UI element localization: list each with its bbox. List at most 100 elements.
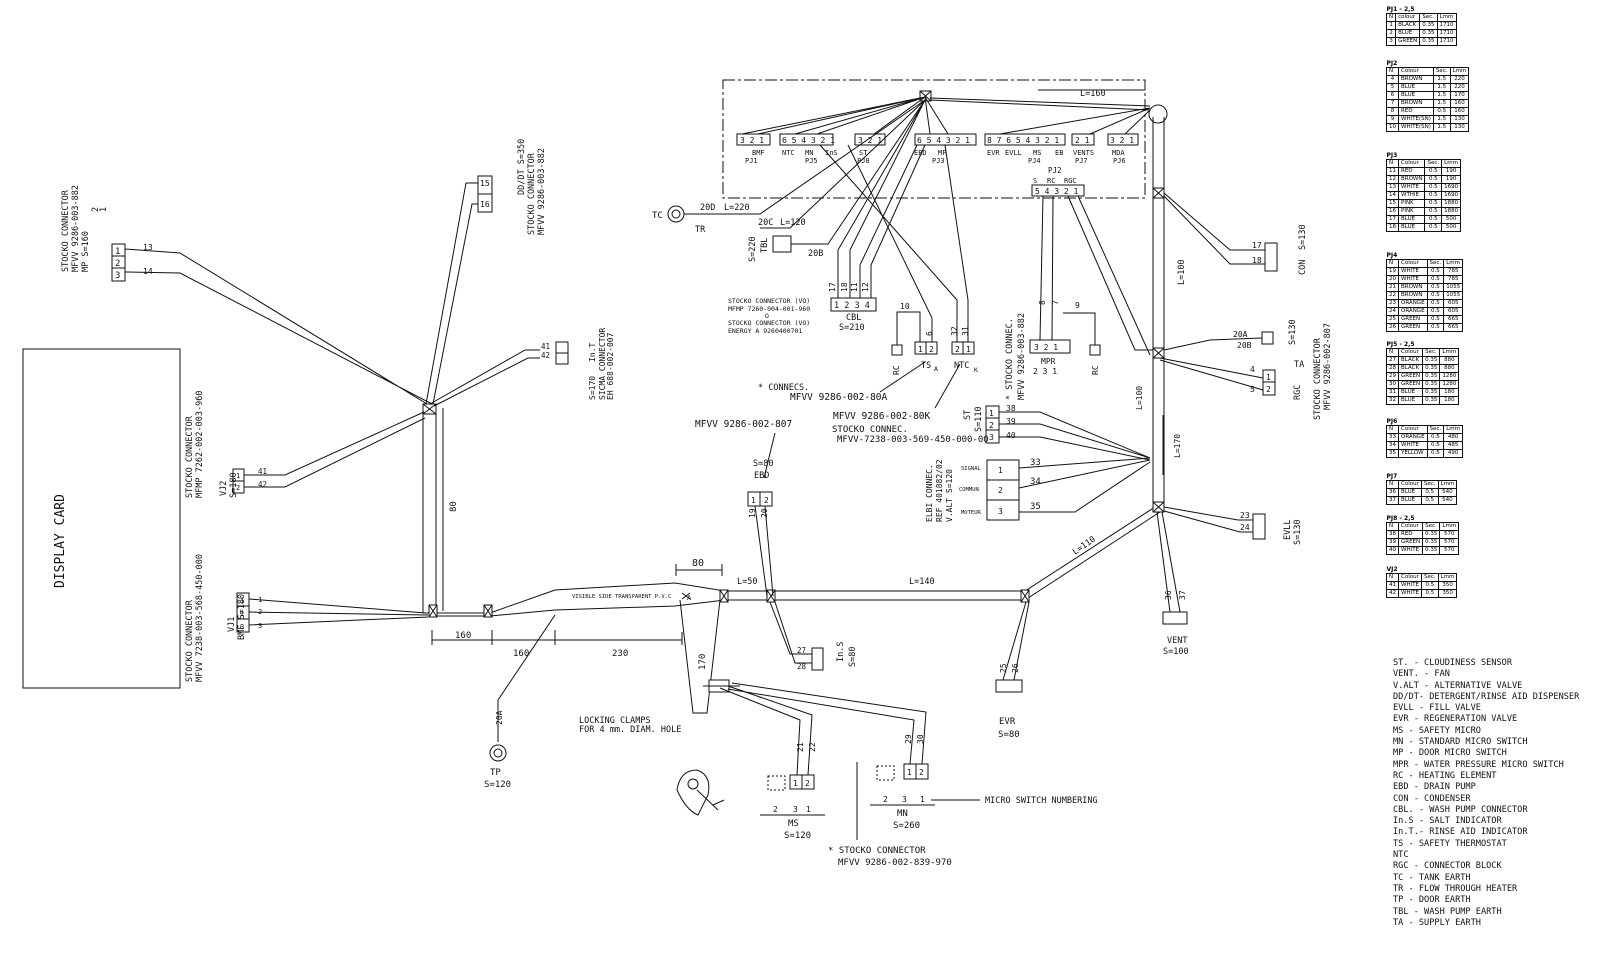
- tp-size: S=120: [484, 780, 511, 790]
- table-cell: 16: [1386, 207, 1399, 216]
- table-cell: BLUE: [1397, 223, 1426, 232]
- wire-num: 42: [258, 480, 267, 489]
- tbl-terminal: [772, 235, 792, 253]
- mfvv-80k: MFVV 9286-002-80K: [833, 411, 931, 422]
- wire-table-header: Sec.: [1421, 573, 1439, 582]
- micro-numbering-label: MICRO SWITCH NUMBERING: [985, 796, 1098, 806]
- table-cell: BLUE: [1398, 496, 1422, 505]
- svg-text:SICMA CONNECTOR: SICMA CONNECTOR: [598, 328, 607, 400]
- table-cell: BLUE: [1397, 396, 1424, 405]
- table-cell: PINK: [1397, 199, 1426, 208]
- table-cell: 8: [1386, 107, 1399, 116]
- wire-num: 27: [797, 646, 806, 655]
- dim-label: L=110: [1071, 535, 1098, 558]
- legend-item: TP - DOOR EARTH: [1393, 895, 1471, 906]
- svg-text:2 1: 2 1: [1075, 136, 1090, 145]
- table-cell: 0.5: [1424, 223, 1443, 232]
- table-cell: ORANGE: [1398, 299, 1428, 308]
- vent-size: S=100: [1163, 647, 1189, 657]
- clamps-label-2: FOR 4 mm. DIAM. HOLE: [579, 725, 681, 735]
- trunk-vertical: [422, 404, 437, 613]
- table-cell: 0.5: [1424, 175, 1443, 184]
- wire-num: 41: [258, 467, 267, 476]
- svg-text:2: 2: [805, 779, 810, 788]
- rc-label: RC: [1091, 365, 1100, 375]
- table-cell: BLUE: [1398, 91, 1434, 100]
- svg-text:1: 1: [907, 768, 912, 777]
- mpr-connector: [1029, 339, 1071, 354]
- legend-item: V.ALT - ALTERNATIVE VALVE: [1393, 680, 1523, 691]
- vent-connector: [1162, 611, 1188, 625]
- table-cell: 1690: [1441, 183, 1462, 192]
- table-cell: 605: [1443, 307, 1464, 316]
- table-cell: 1710: [1436, 21, 1457, 30]
- table-cell: 0.5: [1420, 496, 1439, 505]
- table-cell: 0.5: [1421, 589, 1439, 598]
- display-card-label: DISPLAY CARD: [53, 494, 68, 588]
- pj2-pin: S: [1033, 177, 1037, 185]
- pj-label: MN: [805, 149, 813, 157]
- svg-text:6 5 4 3 2 1: 6 5 4 3 2 1: [782, 136, 835, 145]
- pj2-label: PJ2: [1048, 166, 1062, 175]
- table-cell: YELLOW: [1398, 449, 1428, 458]
- svg-text:2: 2: [989, 421, 994, 430]
- mp-connector: [111, 243, 126, 282]
- table-cell: 570: [1439, 546, 1460, 555]
- display-card: [22, 348, 181, 689]
- table-cell: 29: [1386, 372, 1399, 381]
- legend-item: MPR - WATER PRESSURE MICRO SWITCH: [1393, 759, 1564, 770]
- table-cell: 0.5: [1426, 315, 1445, 324]
- svg-text:3: 3: [240, 623, 244, 631]
- wire-table-header: Sec.: [1422, 348, 1441, 357]
- table-cell: 350: [1437, 589, 1458, 598]
- svg-text:* STOCKO CONNEC.: * STOCKO CONNEC.: [1005, 318, 1015, 400]
- con-connector: [1264, 242, 1278, 272]
- table-cell: 36: [1386, 488, 1399, 497]
- legend-item: TC - TANK EARTH: [1393, 872, 1471, 883]
- table-cell: 0.5: [1426, 291, 1445, 300]
- table-cell: 190: [1441, 175, 1462, 184]
- table-cell: 180: [1439, 388, 1460, 397]
- wire-table-header: Colour: [1397, 348, 1424, 357]
- table-cell: 160: [1449, 99, 1470, 108]
- table-cell: 1690: [1441, 191, 1462, 200]
- svg-text:ELBI CONNEC.: ELBI CONNEC.: [925, 464, 934, 522]
- svg-text:STOCKO CONNECTOR: STOCKO CONNECTOR: [185, 599, 195, 682]
- table-cell: WHITE(SN): [1398, 123, 1434, 132]
- pin-num: 2: [764, 496, 769, 505]
- elbi-label: ELBI CONNEC. REF 401882/02 V.ALT S=120: [925, 459, 954, 522]
- table-cell: WHITE: [1398, 275, 1428, 284]
- svg-text:MP S=160: MP S=160: [81, 231, 91, 272]
- wire-table-header: Colour: [1398, 480, 1422, 489]
- dim-label: 80: [692, 558, 704, 569]
- stocko-bottom-ref: MFVV 9286-002-839-970: [838, 858, 952, 868]
- table-cell: 0.5: [1424, 167, 1443, 176]
- wire-num: 18: [1252, 256, 1262, 265]
- table-cell: 0.35: [1422, 538, 1441, 547]
- evr-size: S=80: [998, 730, 1020, 740]
- wire-table-header: N: [1386, 159, 1399, 168]
- wire-num: 20B: [1237, 341, 1252, 350]
- table-cell: 7: [1386, 99, 1399, 108]
- st-ref-1: STOCKO CONNEC.: [832, 425, 908, 435]
- ntc-label: NTC: [954, 361, 969, 371]
- legend-item: CBL. - WASH PUMP CONNECTOR: [1393, 804, 1528, 815]
- wire-table-header: Colour: [1397, 522, 1424, 531]
- wire-table-title: PJ4: [1386, 252, 1398, 259]
- con-label: CON: [1298, 260, 1308, 275]
- table-cell: 880: [1439, 356, 1460, 365]
- cbl-size: S=210: [839, 323, 865, 333]
- table-cell: 1.5: [1432, 99, 1451, 108]
- wire-table-header: N: [1386, 480, 1399, 489]
- pj2-connector: [1031, 184, 1085, 197]
- wire-table-header: N: [1385, 13, 1397, 22]
